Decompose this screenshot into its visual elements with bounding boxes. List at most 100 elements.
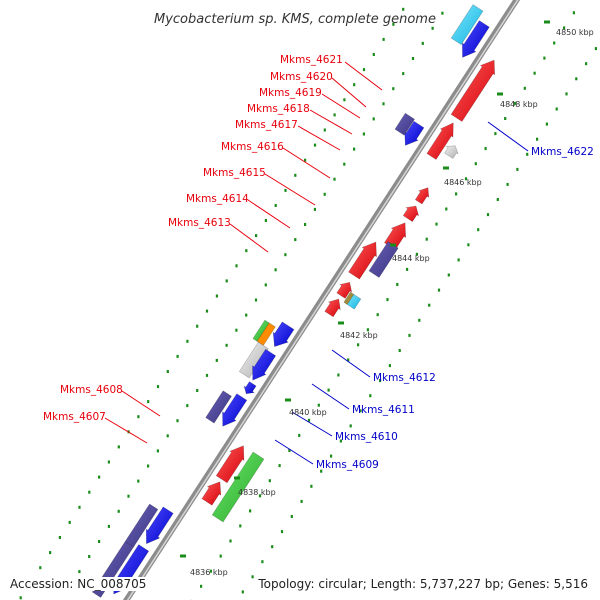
track-dot [205,373,209,377]
track-dot [88,555,91,558]
track-dot [455,192,458,196]
track-dot [402,72,405,76]
track-dot [245,313,248,317]
track-dot [186,339,189,343]
track-dot [278,464,281,468]
gene-label: Mkms_4610 [335,431,398,443]
track-dot [156,449,159,453]
reverse-gene-arrow [404,120,425,146]
gene-features [91,4,496,598]
track-dot [379,379,382,383]
track-dot [19,596,22,600]
track-dot [330,454,333,458]
track-dot [425,237,428,241]
gene-box [256,322,276,346]
gene-label: Mkms_4621 [280,54,343,66]
leader-line [274,439,314,465]
track-dot [382,102,385,106]
leader-line [121,390,161,417]
track-dot [333,113,336,117]
right-gene-labels: Mkms_4622 Mkms_4612 Mkms_4611 Mkms_4610 … [316,146,594,471]
track-dot [477,228,480,232]
track-dot [504,117,507,120]
track-dot [235,328,238,332]
reverse-gene-box [124,503,159,548]
leader-line [264,173,316,206]
forward-gene-arrow [348,241,377,280]
track-dot [58,536,61,539]
genome-backbone [122,0,521,600]
forward-gene-arrow [402,205,420,223]
track-dot [398,349,401,352]
track-dot [147,400,150,404]
track-dot [555,107,558,111]
track-dot [196,389,199,392]
reverse-gene-arrow [145,506,174,545]
kbp-label: 4838 kbp [238,488,276,497]
track-dot [402,7,405,11]
track-dot [176,354,179,358]
track-dot [245,249,248,253]
track-dot [369,394,372,398]
track-dot [474,162,477,166]
track-dot [572,11,575,15]
track-dot [88,490,91,494]
track-dot [594,47,597,51]
track-dot [392,87,395,91]
leader-line [282,147,331,179]
gene-arrow [444,145,459,159]
track-dot [107,460,110,464]
leader-line [247,199,291,229]
track-dot [447,273,450,277]
track-dot [464,177,468,181]
track-dot [284,253,287,257]
kbp-scale: 4850 kbp 4848 kbp 4846 kbp 4844 kbp 4842… [180,20,594,577]
track-dot [166,370,169,373]
track-dot [411,57,415,60]
track-dot [205,309,209,313]
gene-label: Mkms_4614 [186,193,249,205]
track-dot [304,223,307,226]
track-dot [337,373,340,377]
track-dot [304,158,307,162]
track-dot [415,252,418,256]
track-dot [68,520,71,524]
track-dot [428,303,431,307]
kbp-label: 4844 kbp [392,254,430,263]
kbp-label: 4840 kbp [289,408,327,417]
genome-stats-text: Topology: circular; Length: 5,737,227 bp… [256,577,590,591]
reverse-gene-arrow [243,381,257,395]
track-dot [137,415,140,419]
track-dot [196,324,199,328]
track-dot [117,509,120,513]
track-dot [366,328,369,332]
dotted-tracks [19,7,597,600]
track-dot [343,162,346,166]
left-gene-labels: Mkms_4621 Mkms_4620 Mkms_4619 Mkms_4618 … [43,54,343,423]
track-dot [166,434,169,438]
track-dot [268,479,271,483]
track-dot [396,283,399,286]
track-dot [300,499,303,503]
track-dot [78,505,81,509]
gene-box [252,319,270,342]
track-dot [200,584,203,588]
track-dot [78,570,81,574]
track-dot [457,258,460,262]
track-dot [484,147,487,151]
track-dot [545,122,548,126]
track-dot [98,540,101,543]
track-dot [225,343,228,347]
track-dot [294,238,297,242]
track-dot [274,268,277,272]
track-dot [294,173,297,177]
track-dot [486,213,490,217]
track-dot [536,137,539,141]
track-dot [264,219,267,222]
kbp-label: 4846 kbp [444,178,482,187]
track-dot [376,313,379,317]
track-dot [347,358,350,362]
leader-line [104,417,148,444]
track-dot [317,403,320,407]
